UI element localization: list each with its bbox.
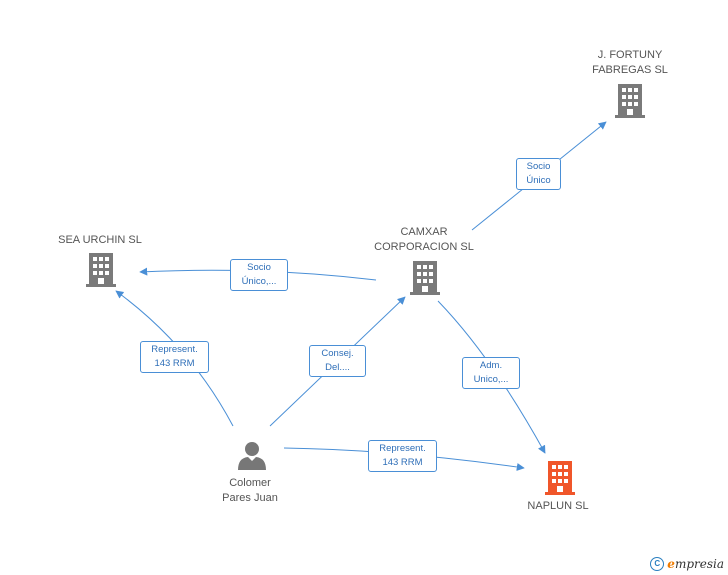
node-label-camxar[interactable]: CAMXAR CORPORACION SL <box>374 225 474 255</box>
edge-label-line: Represent. <box>151 344 198 355</box>
brand-initial: e <box>667 557 675 571</box>
node-label-line: J. FORTUNY <box>597 49 663 61</box>
node-label-line: SEA URCHIN SL <box>58 234 142 246</box>
node-label-colomer[interactable]: Colomer Pares Juan <box>222 476 278 506</box>
edge-label-camxar-fortuny[interactable]: Socio Único <box>516 158 561 190</box>
building-icon[interactable] <box>615 84 645 118</box>
edge-label-line: Socio <box>526 161 551 172</box>
node-label-fortuny[interactable]: J. FORTUNY FABREGAS SL <box>592 48 668 78</box>
edge-label-line: Consej. <box>321 348 354 359</box>
edge-label-line: Único <box>526 175 551 186</box>
edge-label-line: 143 RRM <box>154 358 195 369</box>
node-label-line: CAMXAR <box>400 226 448 238</box>
edge-label-camxar-naplun[interactable]: Adm. Unico,... <box>462 357 520 389</box>
brand-logo: empresia <box>667 557 724 571</box>
edge-label-line: Unico,... <box>473 374 509 385</box>
edge-label-line: 143 RRM <box>382 457 423 468</box>
node-label-line: Pares Juan <box>222 492 278 504</box>
edge-label-line: Adm. <box>479 360 503 371</box>
building-icon[interactable] <box>86 253 116 287</box>
building-icon-highlight[interactable] <box>545 461 575 495</box>
node-label-line: NAPLUN SL <box>527 500 589 512</box>
person-icon[interactable] <box>238 442 266 470</box>
edge-label-line: Socio <box>247 262 271 273</box>
node-label-seaurchin[interactable]: SEA URCHIN SL <box>58 233 142 248</box>
node-label-naplun[interactable]: NAPLUN SL <box>527 499 588 514</box>
building-icon[interactable] <box>410 261 440 295</box>
node-label-line: Colomer <box>229 477 271 489</box>
footer-brand: C empresia <box>650 557 724 571</box>
copyright-icon: C <box>650 557 665 571</box>
edge-label-colomer-seaurchin[interactable]: Represent. 143 RRM <box>140 341 209 373</box>
brand-rest: mpresia <box>674 557 724 571</box>
node-label-line: CORPORACION SL <box>374 241 474 253</box>
edge-label-line: Único,... <box>241 276 277 287</box>
edge-label-line: Represent. <box>379 443 426 454</box>
edge-label-camxar-seaurchin[interactable]: Socio Único,... <box>230 259 288 291</box>
edge-label-colomer-camxar[interactable]: Consej. Del.... <box>309 345 366 377</box>
node-label-line: FABREGAS SL <box>592 64 668 76</box>
edge-label-line: Del.... <box>325 362 350 373</box>
edge-label-colomer-naplun[interactable]: Represent. 143 RRM <box>368 440 437 472</box>
